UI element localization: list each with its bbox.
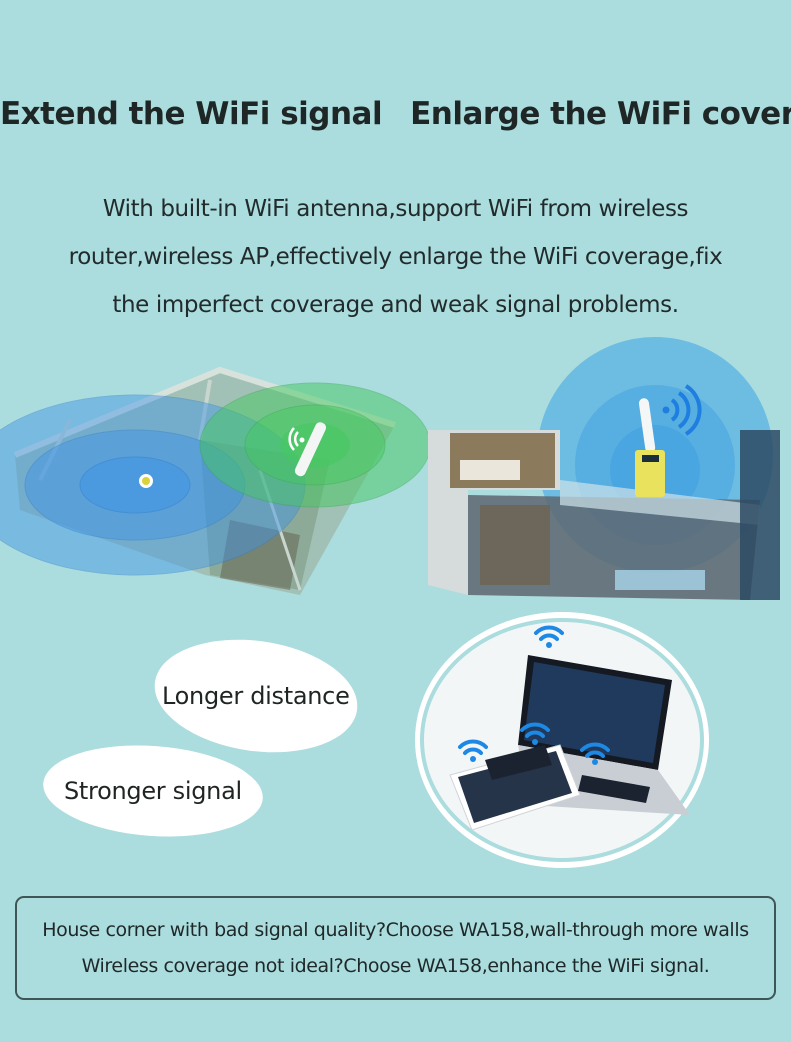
longer-distance-label: Longer distance — [162, 681, 350, 710]
promo-note-box: House corner with bad signal quality?Cho… — [15, 896, 776, 1000]
headline-part-1: Extend the WiFi signal — [0, 96, 383, 132]
stronger-signal-label: Stronger signal — [64, 777, 242, 805]
headline: Extend the WiFi signal Enlarge the WiFi c… — [0, 96, 791, 132]
floorplan-graphic — [0, 366, 431, 595]
note-line-2: Wireless coverage not ideal?Choose WA158… — [81, 955, 710, 977]
intro-line: With built-in WiFi antenna,support WiFi … — [102, 196, 689, 222]
house-illustration — [420, 330, 791, 610]
intro-paragraph: With built-in WiFi antenna,support WiFi … — [40, 185, 751, 329]
headline-part-2: Enlarge the WiFi coverage — [410, 96, 791, 132]
intro-line: router,wireless AP,effectively enlarge t… — [68, 244, 723, 270]
house-graphic — [428, 337, 780, 600]
intro-line: the imperfect coverage and weak signal p… — [112, 292, 679, 318]
floorplan-illustration — [0, 360, 431, 600]
note-line-1: House corner with bad signal quality?Cho… — [42, 919, 749, 941]
stronger-signal-bubble: Stronger signal — [40, 738, 266, 844]
devices-graphic — [415, 612, 709, 868]
devices-illustration — [410, 605, 720, 875]
longer-distance-bubble: Longer distance — [147, 627, 365, 765]
